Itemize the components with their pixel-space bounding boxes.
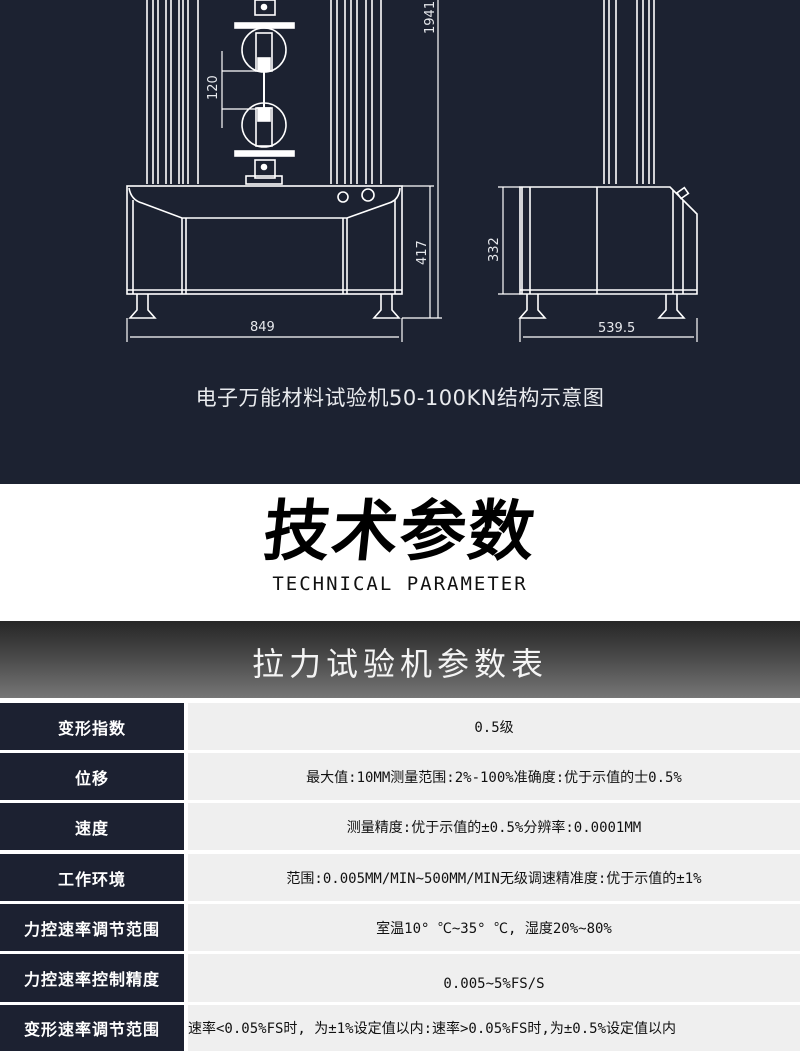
section-heading: 技术参数 TECHNICAL PARAMETER <box>0 484 800 620</box>
upper-grip <box>234 0 295 73</box>
spec-value: 0.5级 <box>188 703 800 750</box>
dim-label-332: 332 <box>487 237 502 262</box>
dim-label-1941: 1941 <box>423 1 438 34</box>
spec-label: 变形指数 <box>0 703 184 750</box>
table-row: 变形指数 0.5级 <box>0 703 800 750</box>
machine-structure-drawing: 120 1941 417 849 332 539.5 <box>126 0 698 342</box>
front-base <box>126 185 403 319</box>
spec-label: 力控速率调节范围 <box>0 904 184 951</box>
table-row: 变形速率调节范围 速率<0.05%FS时, 为±1%设定值以内:速率>0.05%… <box>0 1005 800 1051</box>
side-columns <box>603 0 655 184</box>
spec-label: 工作环境 <box>0 854 184 901</box>
spec-label: 力控速率控制精度 <box>0 954 184 1002</box>
spec-label: 变形速率调节范围 <box>0 1005 184 1051</box>
dim-label-849: 849 <box>250 320 275 335</box>
spec-label: 位移 <box>0 753 184 800</box>
table-row: 力控速率调节范围 室温10° ℃~35° ℃, 湿度20%~80% <box>0 904 800 951</box>
spec-value: 室温10° ℃~35° ℃, 湿度20%~80% <box>188 904 800 951</box>
table-title: 拉力试验机参数表 <box>251 645 548 683</box>
table-row: 力控速率控制精度 0.005~5%FS/S <box>0 954 800 1002</box>
front-dimensions <box>126 0 442 342</box>
section-title: 技术参数 <box>260 493 541 570</box>
table-row: 工作环境 范围:0.005MM/MIN~500MM/MIN无级调速精准度:优于示… <box>0 854 800 901</box>
dim-label-417: 417 <box>415 240 430 265</box>
spec-label: 速度 <box>0 803 184 850</box>
structure-diagram-section: 120 1941 417 849 332 539.5 电子万能材料试验机50-1… <box>0 0 800 484</box>
table-row: 位移 最大值:10MM测量范围:2%-100%准确度:优于示值的士0.5% <box>0 753 800 800</box>
diagram-caption: 电子万能材料试验机50-100KN结构示意图 <box>195 386 605 410</box>
section-subtitle: TECHNICAL PARAMETER <box>272 573 528 595</box>
spec-value: 速率<0.05%FS时, 为±1%设定值以内:速率>0.05%FS时,为±0.5… <box>188 1005 800 1051</box>
side-base <box>518 186 698 319</box>
lower-grip <box>234 102 295 185</box>
spec-value: 测量精度:优于示值的±0.5%分辨率:0.0001MM <box>188 803 800 850</box>
front-right-columns <box>330 0 382 184</box>
table-banner: 拉力试验机参数表 <box>0 621 800 698</box>
gauge-dimension <box>221 51 256 128</box>
front-left-columns <box>146 0 199 184</box>
spec-value: 0.005~5%FS/S <box>188 954 800 1002</box>
dim-label-539-5: 539.5 <box>598 321 635 336</box>
table-row: 速度 测量精度:优于示值的±0.5%分辨率:0.0001MM <box>0 803 800 850</box>
side-dimensions <box>498 186 698 342</box>
dim-label-120: 120 <box>206 75 221 100</box>
spec-value: 最大值:10MM测量范围:2%-100%准确度:优于示值的士0.5% <box>188 753 800 800</box>
spec-value: 范围:0.005MM/MIN~500MM/MIN无级调速精准度:优于示值的±1% <box>188 854 800 901</box>
